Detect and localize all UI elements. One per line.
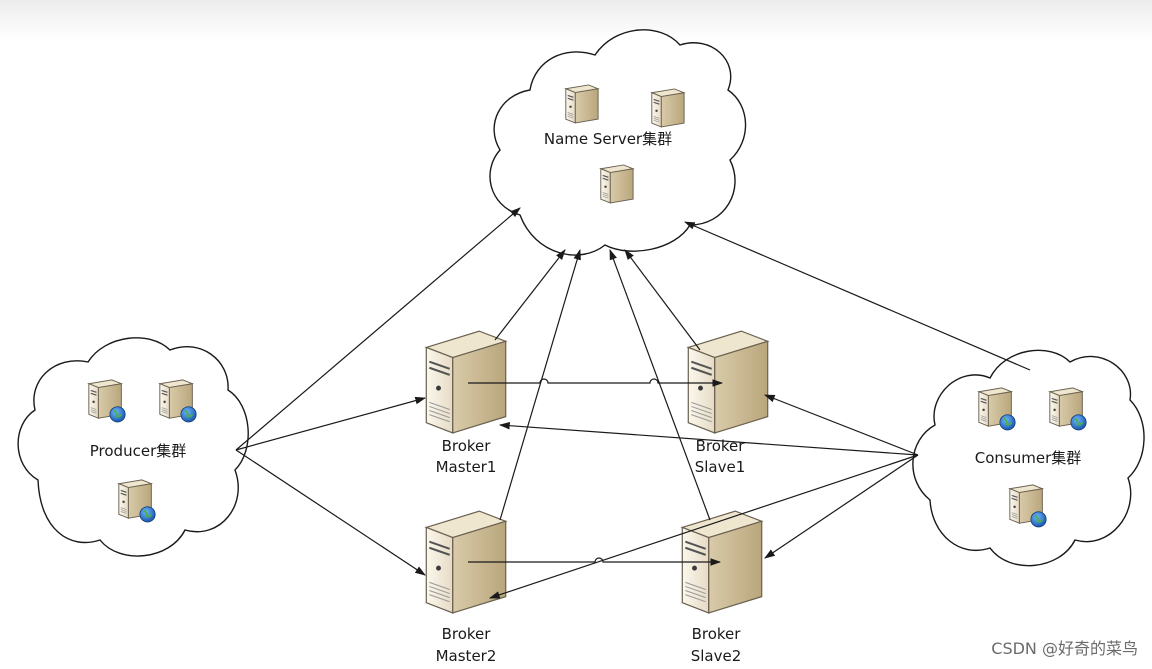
- arrow-consumer-to-master2: [488, 454, 919, 599]
- arrow-producer-to-master2: [235, 449, 426, 576]
- arrow-master2-to-slave2: [468, 557, 722, 566]
- consumer-cloud: [912, 349, 1145, 567]
- consumer-server-icon-1: [979, 388, 1015, 430]
- broker-slave2-label-line2: Slave2: [691, 647, 742, 665]
- name-server-icon-2: [651, 88, 685, 128]
- broker-master2-label-line2: Master2: [436, 647, 497, 665]
- producer-cluster-label: Producer集群: [90, 442, 186, 460]
- arrow-consumer-to-slave1: [763, 394, 919, 456]
- consumer-server-icon-2: [1050, 388, 1086, 430]
- arrow-master1-to-nameserver: [494, 249, 566, 341]
- broker-slave1-icon: [687, 330, 769, 434]
- csdn-watermark: CSDN @好奇的菜鸟: [991, 639, 1138, 658]
- broker-slave1-label-line2: Slave1: [695, 458, 746, 476]
- producer-server-icon-2: [160, 380, 196, 422]
- arrow-slave2-to-nameserver: [609, 248, 711, 521]
- name-server-icon-3: [600, 164, 634, 204]
- arrow-consumer-to-slave2: [764, 454, 919, 559]
- arrow-master2-to-nameserver: [499, 248, 581, 521]
- arrow-slave1-to-nameserver: [624, 249, 701, 351]
- producer-server-icon-3: [119, 480, 155, 522]
- name-server-cluster-label: Name Server集群: [544, 130, 672, 148]
- consumer-cluster-label: Consumer集群: [975, 449, 1082, 467]
- arrow-producer-to-nameserver: [235, 207, 521, 451]
- broker-master1-icon: [425, 330, 507, 434]
- consumer-server-icon-3: [1010, 485, 1046, 527]
- arrow-producer-to-master1: [235, 396, 427, 451]
- producer-server-icon-1: [89, 380, 125, 422]
- top-gradient-band: [0, 0, 1152, 40]
- name-server-cloud: [489, 29, 747, 256]
- arrow-consumer-to-master1: [498, 421, 919, 456]
- broker-master1-label-line2: Master1: [436, 458, 497, 476]
- broker-master1-label-line1: Broker: [442, 437, 492, 455]
- broker-master2-label-line1: Broker: [442, 625, 492, 643]
- broker-slave2-label-line1: Broker: [692, 625, 742, 643]
- arrow-consumer-to-nameserver: [684, 221, 1031, 371]
- arrow-master1-to-slave1: [468, 378, 724, 387]
- name-server-icon-1: [565, 84, 599, 124]
